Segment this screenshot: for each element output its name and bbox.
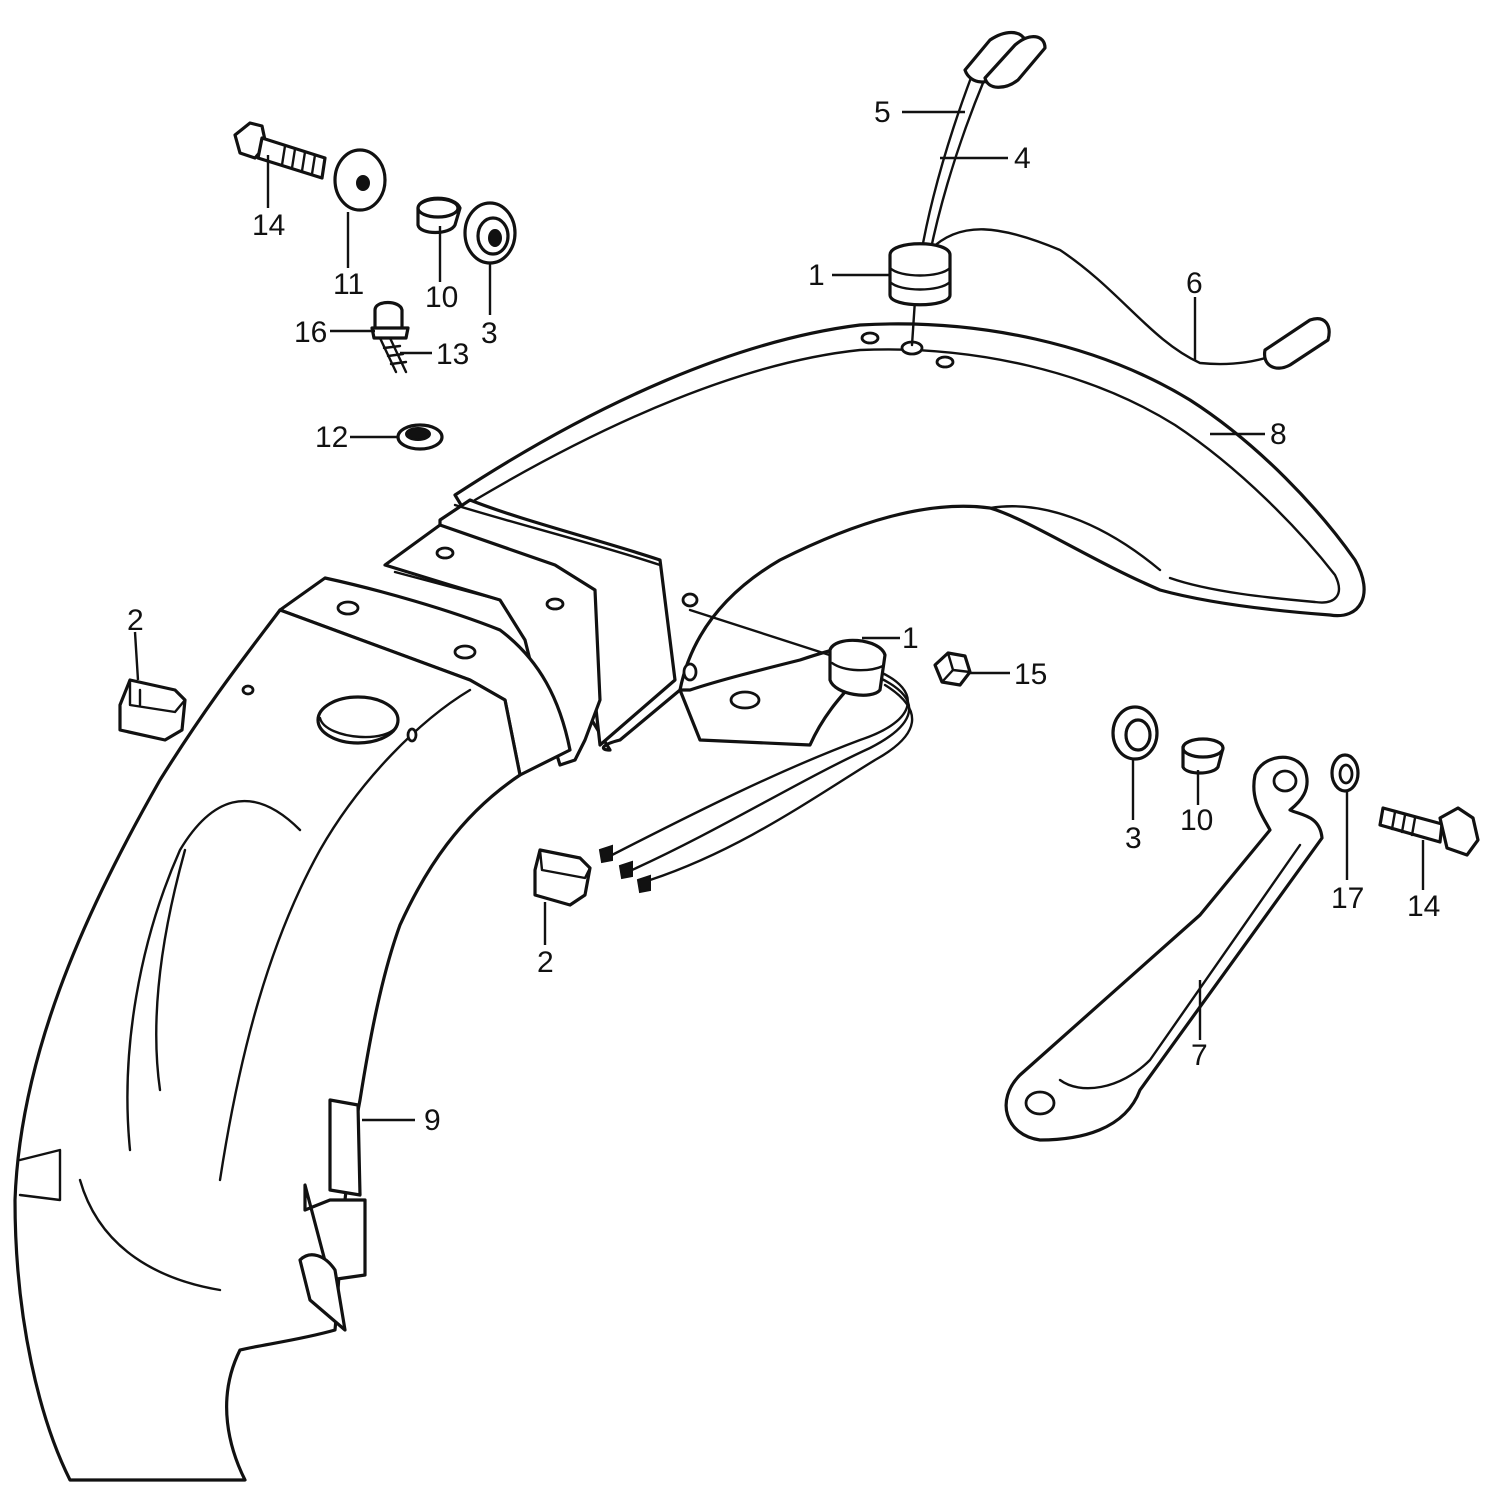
- callout-4: 4: [1014, 142, 1031, 175]
- callout-10-top: 10: [425, 281, 458, 314]
- nut-part-15: [933, 651, 972, 687]
- washer-part-11: [333, 148, 387, 212]
- callout-3-right: 3: [1125, 822, 1142, 855]
- inner-fender-part-9: [13, 523, 602, 1482]
- callout-1-lower: 1: [902, 622, 919, 655]
- bolt-part-14a: [233, 121, 327, 180]
- callout-7: 7: [1191, 1039, 1208, 1072]
- grommet-part-12: [396, 423, 444, 451]
- stay-bracket-part-7: [1004, 755, 1324, 1142]
- callout-6: 6: [1186, 267, 1203, 300]
- callout-2-center: 2: [537, 946, 554, 979]
- callout-10-right: 10: [1180, 804, 1213, 837]
- bushing-part-3a: [463, 201, 517, 265]
- callout-16: 16: [294, 316, 327, 349]
- callout-15: 15: [1014, 658, 1047, 691]
- callout-2-left: 2: [127, 604, 144, 637]
- callout-labels: 1 1 2 2 3 3 4 5 6 7 8 9 10 10 11 12 13 1…: [127, 96, 1440, 1137]
- wiring-harness: [598, 30, 1331, 894]
- callout-9: 9: [424, 1104, 441, 1137]
- callout-8: 8: [1270, 418, 1287, 451]
- callout-1-top: 1: [808, 259, 825, 292]
- leader-lines: [133, 110, 1425, 1122]
- clip-part-2a: [118, 678, 187, 742]
- clip-part-2b: [533, 848, 592, 907]
- bushing-part-3b: [1111, 705, 1159, 761]
- callout-5: 5: [874, 96, 891, 129]
- callout-14-right: 14: [1407, 890, 1440, 923]
- callout-3-top: 3: [481, 317, 498, 350]
- bolt-part-14b: [1378, 806, 1480, 857]
- callout-13: 13: [436, 338, 469, 371]
- callout-11: 11: [333, 268, 364, 301]
- collar-part-10b: [1181, 737, 1225, 775]
- callout-14-top: 14: [252, 209, 285, 242]
- screw-part-13-16: [370, 300, 410, 374]
- callout-17: 17: [1331, 882, 1364, 915]
- collar-part-10a: [416, 196, 462, 235]
- washer-part-17: [1330, 753, 1360, 793]
- callout-12: 12: [315, 421, 348, 454]
